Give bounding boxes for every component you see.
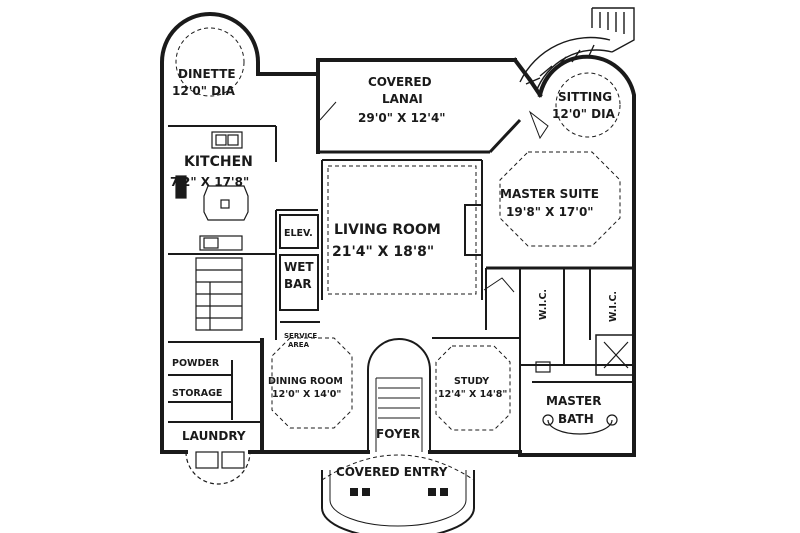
kitchen-dims: 7'2" X 17'8" <box>170 175 249 189</box>
room-labels: DINETTE 12'0" DIA COVERED LANAI 29'0" X … <box>170 67 619 479</box>
master-bath-name: MASTER <box>546 394 602 408</box>
kitchen-fixtures <box>175 131 249 331</box>
foyer-structure <box>367 338 431 452</box>
kitchen-name: KITCHEN <box>184 154 253 170</box>
living-room-name: LIVING ROOM <box>334 222 441 238</box>
laundry-fixtures <box>185 451 251 485</box>
foyer-label: FOYER <box>376 427 420 441</box>
covered-lanai-name2: LANAI <box>382 92 423 106</box>
interior-walls <box>168 118 635 452</box>
covered-lanai-dims: 29'0" X 12'4" <box>358 111 446 125</box>
entry-columns <box>350 488 448 496</box>
service-area-name: SERVICE <box>284 332 317 340</box>
covered-entry-structure <box>321 470 475 533</box>
dining-room-name: DINING ROOM <box>268 376 343 387</box>
master-bath-name2: BATH <box>558 412 594 426</box>
dining-room-dims: 12'0" X 14'0" <box>272 389 341 400</box>
door-swings <box>319 101 549 293</box>
study-name: STUDY <box>454 376 489 387</box>
wic-right-label: W.I.C. <box>608 291 619 322</box>
covered-entry-label: COVERED ENTRY <box>336 465 448 479</box>
study-dims: 12'4" X 14'8" <box>438 389 507 400</box>
laundry-label: LAUNDRY <box>182 429 246 443</box>
master-suite-dims: 19'8" X 17'0" <box>506 205 594 219</box>
exterior-stair <box>519 7 635 93</box>
storage-label: STORAGE <box>172 388 222 399</box>
dinette-name: DINETTE <box>178 67 236 81</box>
master-suite-name: MASTER SUITE <box>500 187 599 201</box>
elev-label: ELEV. <box>284 228 313 239</box>
sitting-name: SITTING <box>558 90 612 104</box>
exterior-walls <box>160 12 636 457</box>
master-bath-fixtures <box>535 341 629 435</box>
wet-bar-name2: BAR <box>284 277 312 291</box>
powder-label: POWDER <box>172 358 220 369</box>
dashed-features <box>175 27 621 481</box>
living-room-dims: 21'4" X 18'8" <box>332 244 434 260</box>
dinette-dims: 12'0" DIA <box>172 84 236 98</box>
wic-left-label: W.I.C. <box>538 289 549 320</box>
sitting-dims: 12'0" DIA <box>552 107 616 121</box>
wet-bar-name: WET <box>284 260 314 274</box>
service-area-name2: AREA <box>288 341 310 349</box>
covered-lanai-name: COVERED <box>368 75 432 89</box>
